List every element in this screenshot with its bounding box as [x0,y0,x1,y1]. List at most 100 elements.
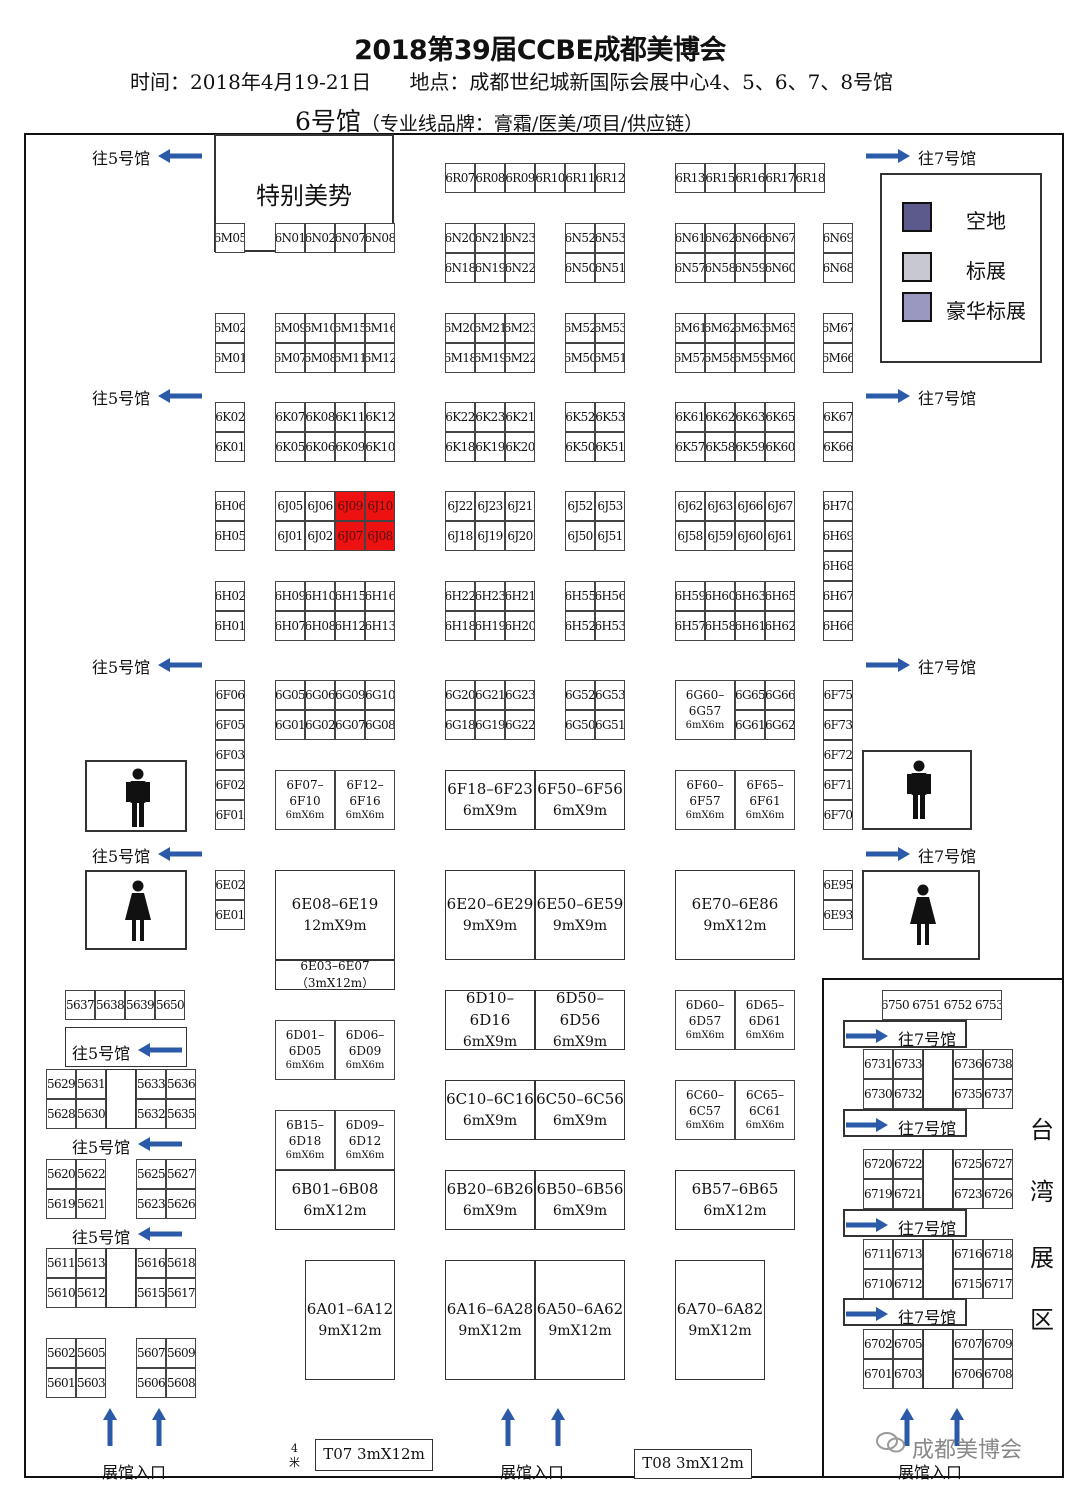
booth[interactable]: 6K61 [675,402,705,432]
booth[interactable]: 5606 [136,1368,166,1398]
booth[interactable]: 6709 [983,1329,1013,1359]
booth[interactable]: 6N67 [765,223,795,253]
booth[interactable]: 6J19 [475,521,505,551]
booth[interactable]: 6H10 [305,581,335,611]
booth[interactable]: 6G53 [595,680,625,710]
booth[interactable]: 6R16 [735,163,765,193]
booth[interactable]: 6K53 [595,402,625,432]
booth[interactable]: 6M60 [765,343,795,373]
booth[interactable]: 6N51 [595,253,625,283]
booth[interactable]: 6G65 [735,680,765,710]
booth[interactable]: 6G62 [765,710,795,740]
booth[interactable]: 6F05 [215,710,245,740]
booth[interactable]: 6R13 [675,163,705,193]
booth[interactable]: 6M61 [675,313,705,343]
booth[interactable]: 6H08 [305,611,335,641]
booth[interactable]: 6J18 [445,521,475,551]
booth[interactable]: 6H05 [215,521,245,551]
booth[interactable]: 5615 [136,1278,166,1308]
booth[interactable]: 6R12 [595,163,625,193]
booth[interactable]: 5602 [46,1338,76,1368]
booth[interactable]: 6H13 [365,611,395,641]
booth[interactable]: 6M51 [595,343,625,373]
booth[interactable]: 6N18 [445,253,475,283]
booth[interactable]: 6F73 [823,710,853,740]
booth[interactable]: 6J09 [335,491,365,521]
booth[interactable]: 6H59 [675,581,705,611]
booth[interactable]: 6J06 [305,491,335,521]
booth[interactable]: 6M18 [445,343,475,373]
booth[interactable]: 6N61 [675,223,705,253]
booth[interactable]: 5616 [136,1248,166,1278]
booth[interactable]: 6J21 [505,491,535,521]
booth[interactable]: 6N52 [565,223,595,253]
booth[interactable]: 6R11 [565,163,595,193]
booth[interactable]: 6R07 [445,163,475,193]
booth[interactable]: 6H15 [335,581,365,611]
booth[interactable]: 6R09 [505,163,535,193]
booth[interactable]: 6G66 [765,680,795,710]
booth[interactable]: 6N69 [823,223,853,253]
booth[interactable]: 6F75 [823,680,853,710]
booth[interactable]: 6G50 [565,710,595,740]
booth[interactable]: 6J67 [765,491,795,521]
booth[interactable]: 5639 [125,990,155,1020]
booth[interactable]: 6M67 [823,313,853,343]
booth[interactable]: 6719 [863,1179,893,1209]
booth[interactable]: 6707 [953,1329,983,1359]
booth[interactable]: 5619 [46,1189,76,1219]
booth[interactable]: 6G20 [445,680,475,710]
booth[interactable]: 6J53 [595,491,625,521]
booth[interactable]: 6R15 [705,163,735,193]
booth[interactable]: 5605 [76,1338,106,1368]
booth[interactable]: 6F06 [215,680,245,710]
booth[interactable]: 6R17 [765,163,795,193]
booth[interactable]: 6736 [953,1049,983,1079]
booth[interactable]: 6M12 [365,343,395,373]
booth[interactable]: 6N01 [275,223,305,253]
booth[interactable]: 6K10 [365,432,395,462]
booth[interactable]: 6K65 [765,402,795,432]
booth[interactable]: 6F71 [823,770,853,800]
booth[interactable]: 5629 [46,1069,76,1099]
booth[interactable]: 6H69 [823,521,853,551]
booth[interactable]: 6G09 [335,680,365,710]
booth[interactable]: 6727 [983,1149,1013,1179]
booth[interactable]: 6705 [893,1329,923,1359]
booth[interactable]: 6J07 [335,521,365,551]
booth[interactable]: 5628 [46,1099,76,1129]
booth[interactable]: 6718 [983,1239,1013,1269]
booth[interactable]: 6H06 [215,491,245,521]
booth[interactable]: 6H21 [505,581,535,611]
booth[interactable]: 5622 [76,1159,106,1189]
booth[interactable]: 6J59 [705,521,735,551]
booth[interactable]: 6N23 [505,223,535,253]
booth[interactable]: 6M11 [335,343,365,373]
booth[interactable]: 6G61 [735,710,765,740]
booth[interactable]: 5637 [65,990,95,1020]
booth[interactable]: 6K09 [335,432,365,462]
booth[interactable]: 6J63 [705,491,735,521]
booth[interactable]: 5630 [76,1099,106,1129]
booth[interactable]: 6K21 [505,402,535,432]
booth[interactable]: 6H58 [705,611,735,641]
booth[interactable]: 6730 [863,1079,893,1109]
booth[interactable]: 6721 [893,1179,923,1209]
booth[interactable]: 5609 [166,1338,196,1368]
booth[interactable]: 6E01 [215,900,245,930]
booth[interactable]: 6M58 [705,343,735,373]
booth[interactable]: 6H52 [565,611,595,641]
booth[interactable]: 6N62 [705,223,735,253]
booth[interactable]: 5613 [76,1248,106,1278]
booth[interactable]: 6712 [893,1269,923,1299]
booth[interactable]: 6K12 [365,402,395,432]
